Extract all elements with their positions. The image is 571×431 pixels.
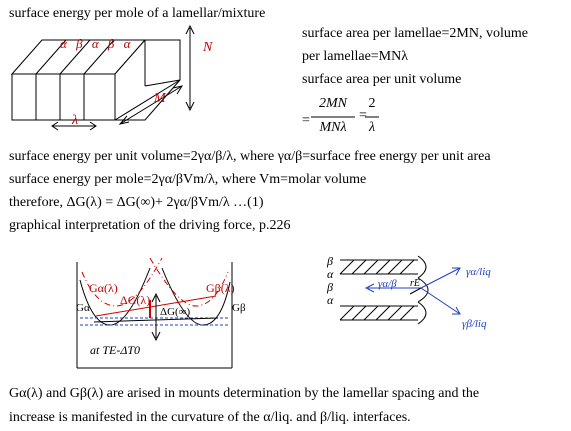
label-lambda: λ: [72, 113, 79, 128]
r-e-label: rE: [410, 278, 420, 289]
gamma-alpha-liq-label: γα/liq: [466, 266, 491, 278]
equation-equals: =: [302, 113, 310, 128]
surface-per-volume-label: surface area per unit volume: [302, 72, 462, 87]
g-beta-label: Gβ: [232, 302, 246, 314]
delta-g-lambda-label: ΔG(λ): [120, 293, 151, 307]
footer-line-2: increase is manifested in the curvature …: [9, 410, 411, 425]
heading: surface energy per mole of a lamellar/mi…: [9, 6, 266, 21]
label-m: M: [154, 91, 166, 106]
body-line-1: surface energy per unit volume=2γα/β/λ, …: [9, 149, 491, 164]
g-alpha-label: Gα: [76, 302, 90, 314]
fraction-denominator-1: MNλ: [319, 120, 347, 135]
footer-line-1: Gα(λ) and Gβ(λ) are arised in mounts det…: [9, 386, 480, 401]
temperature-label: at TE-ΔT0: [90, 343, 141, 357]
g-beta-lambda-label: Gβ(λ): [206, 281, 235, 295]
body-line-4: graphical interpretation of the driving …: [9, 218, 291, 233]
delta-g-inf-label: ΔG(∞): [160, 306, 191, 318]
equation-equals-2: =: [359, 108, 367, 123]
volume-line: per lamellae=MNλ: [302, 49, 409, 64]
fraction-numerator-1: 2MN: [319, 96, 347, 111]
gamma-beta-liq-label: γβ/liq: [462, 318, 487, 330]
surface-area-line: surface area per lamellae=2MN, volume: [302, 26, 528, 41]
gamma-alpha-beta-label: γα/β: [378, 278, 397, 290]
body-line-3: therefore, ΔG(λ) = ΔG(∞)+ 2γα/βVm/λ …(1): [9, 195, 264, 210]
growth-phase-labels: β α β α: [327, 254, 334, 307]
fraction-numerator-2: 2: [368, 96, 376, 111]
label-n: N: [203, 40, 213, 55]
fraction-denominator-2: λ: [368, 120, 376, 135]
body-line-2: surface energy per mole=2γα/βVm/λ, where…: [9, 172, 367, 187]
lamella-phase-labels: α β α β α: [60, 36, 134, 51]
g-alpha-lambda-label: Gα(λ): [89, 281, 118, 295]
